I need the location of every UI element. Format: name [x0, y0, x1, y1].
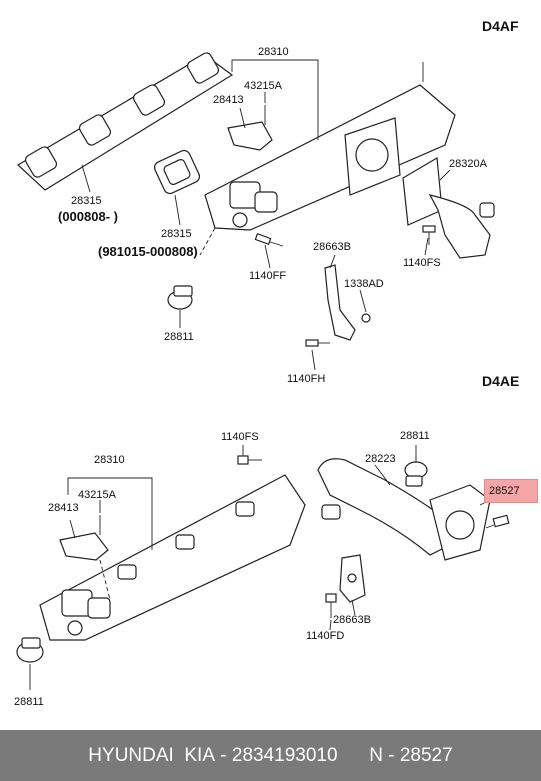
- callout-highlight: 28527: [489, 485, 520, 497]
- plug-top: [167, 285, 193, 310]
- callout-bolt-fh: 1140FH: [287, 373, 326, 385]
- callout-nut: 1338AD: [344, 278, 384, 290]
- variant-header-bottom: D4AE: [482, 373, 520, 389]
- plug-pipe: [404, 461, 428, 487]
- footer-gap: [338, 745, 370, 767]
- pipe-bottom: [317, 458, 491, 561]
- gasket-strip-top: [17, 52, 234, 191]
- variant-header-top: D4AF: [482, 18, 519, 34]
- bolts-top: [254, 225, 436, 347]
- callout-manifold-bottom: 28310: [94, 454, 125, 466]
- highlight-box: [484, 479, 538, 503]
- callout-bolt-a-bottom: 43215A: [78, 489, 116, 501]
- plug-bottom: [16, 637, 44, 663]
- callout-stay-bottom: 28663B: [333, 614, 371, 626]
- bracket-top: [227, 121, 273, 151]
- gasket-single-top: [153, 149, 201, 195]
- callout-stay-top: 28663B: [313, 241, 351, 253]
- callout-plug-bottom: 28811: [14, 696, 44, 708]
- manifold-bottom: [39, 474, 306, 641]
- callout-bolt-fs-bottom: 1140FS: [221, 431, 259, 443]
- callout-bracket-bottom: 28413: [48, 502, 79, 514]
- footer-bar: HYUNDAI KIA - 2834193010 N - 28527: [0, 730, 541, 781]
- bolts-bottom: [237, 455, 510, 618]
- diagram-drawing: [16, 52, 510, 690]
- footer-part-number: 2834193010: [231, 744, 338, 766]
- callout-plug-top: 28811: [164, 331, 194, 343]
- callout-manifold-top: 28310: [258, 46, 289, 58]
- footer-sep-1: -: [215, 744, 232, 766]
- leaders-top: [81, 59, 451, 371]
- callout-gasket-2: 28315: [161, 228, 192, 240]
- callout-bolt-fs-top: 1140FS: [403, 257, 441, 269]
- footer-brand: HYUNDAI KIA: [88, 744, 215, 766]
- manifold-top: [204, 62, 456, 231]
- callout-gasket-1-date: (000808- ): [58, 209, 118, 224]
- callout-bolt-fd: 1140FD: [306, 630, 345, 642]
- callout-bolt-a-top: 43215A: [244, 80, 282, 92]
- callout-elbow: 28320A: [449, 158, 487, 170]
- leaders-bottom: [29, 445, 491, 690]
- callout-bracket-top: 28413: [213, 94, 244, 106]
- exploded-parts-diagram: D4AF D4AE 28310 43215A 28413 28315 (0008…: [14, 18, 538, 708]
- callout-plug-pipe: 28811: [400, 430, 430, 442]
- callout-gasket-2-date: (981015-000808): [98, 244, 198, 259]
- callout-bolt-ff: 1140FF: [249, 270, 287, 282]
- callout-pipe: 28223: [365, 453, 396, 465]
- footer-ref: N - 28527: [369, 744, 453, 766]
- bracket-bottom: [59, 532, 109, 561]
- elbow-top: [402, 157, 495, 259]
- stay-top: [324, 264, 356, 341]
- callout-gasket-1: 28315: [71, 195, 102, 207]
